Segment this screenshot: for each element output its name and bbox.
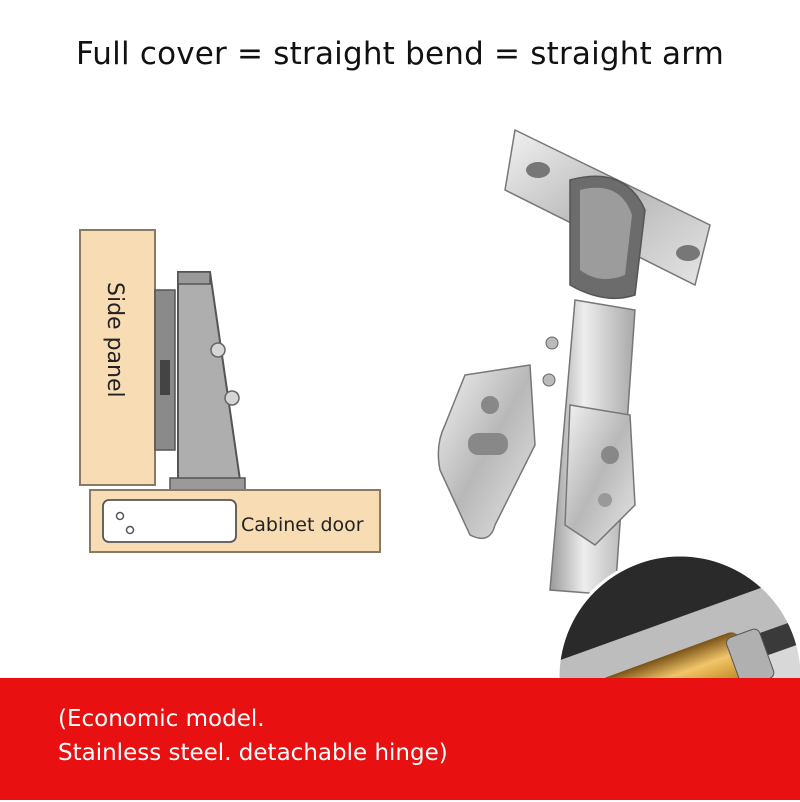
caption-line-1: (Economic model.	[58, 706, 265, 732]
hinge-arm-shape	[177, 271, 242, 481]
hinge-product-image	[437, 128, 711, 596]
side-panel-label: Side panel	[102, 282, 127, 398]
caption-banner	[0, 678, 800, 800]
caption: (Economic model. Stainless steel. detach…	[58, 702, 448, 770]
hinge-cup-recess	[102, 499, 237, 543]
cabinet-door-label: Cabinet door	[241, 514, 364, 536]
headline: Full cover = straight bend = straight ar…	[75, 36, 725, 72]
side-panel-board	[79, 229, 156, 486]
caption-line-2: Stainless steel. detachable hinge)	[58, 740, 448, 766]
